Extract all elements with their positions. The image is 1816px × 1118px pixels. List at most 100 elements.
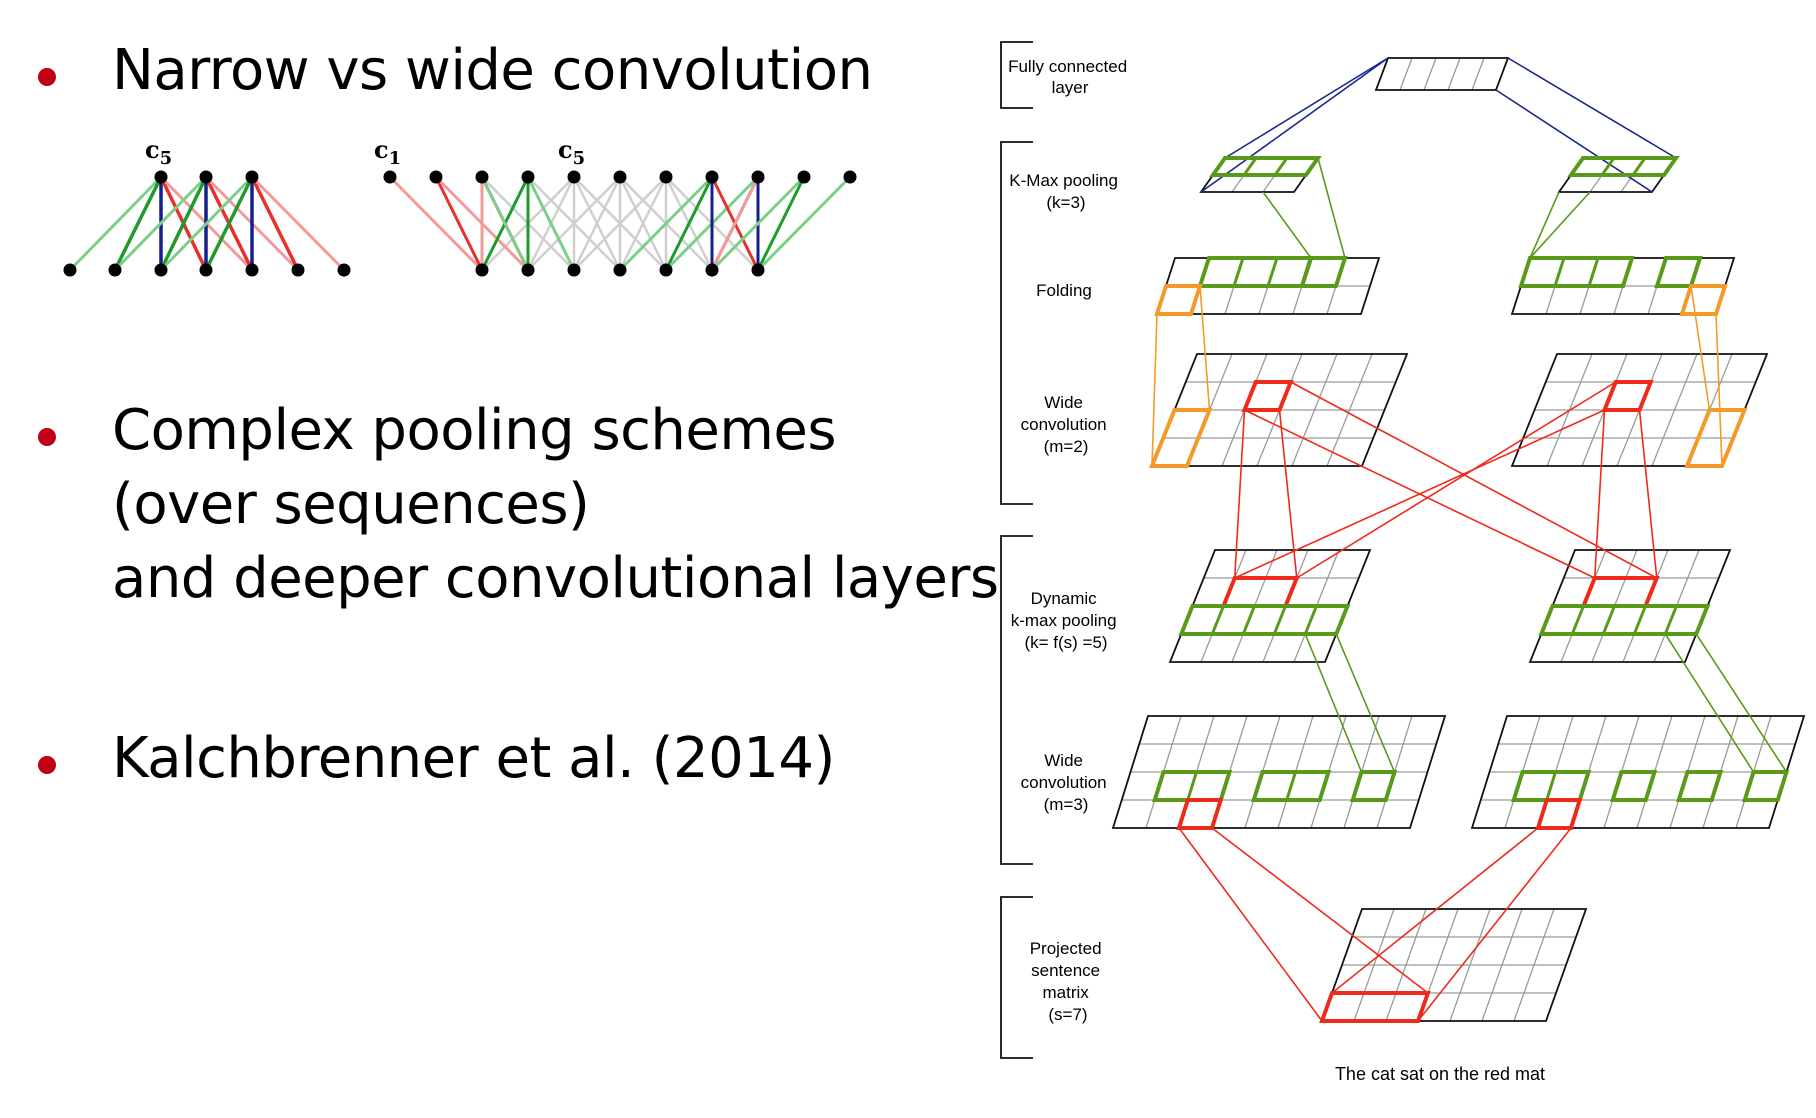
bullet-citation: Kalchbrenner et al. (2014) xyxy=(38,722,998,796)
grid-border xyxy=(1320,908,1588,1022)
folding-divider xyxy=(1266,257,1279,287)
wide2-orange-left xyxy=(1149,408,1213,468)
grid-line xyxy=(1447,57,1461,91)
wide3-green-right xyxy=(1610,770,1658,802)
fc-connection xyxy=(1507,57,1677,159)
grid-projected xyxy=(1320,908,1588,1022)
folding-cell-right xyxy=(1518,256,1635,288)
grid-border xyxy=(1111,715,1447,829)
kmax-folding-connection xyxy=(1529,191,1560,259)
wide2-red-right xyxy=(1601,380,1654,412)
dynkmax-divider xyxy=(1570,605,1585,635)
bullet-text: Kalchbrenner et al. (2014) xyxy=(112,722,835,796)
wide3-projected-connection xyxy=(1417,827,1572,1022)
stage-bracket xyxy=(1000,141,1033,505)
folding-orange-right xyxy=(1679,284,1728,316)
bullet-dot xyxy=(38,68,56,86)
folding-divider xyxy=(1587,257,1600,287)
narrow-edge xyxy=(250,176,300,271)
wide3-projected-connection xyxy=(1178,827,1323,1022)
dynkmax-green-left xyxy=(1178,604,1351,636)
wide-edge xyxy=(388,175,484,272)
dynkmax-divider xyxy=(1303,605,1318,635)
bullet-line: Narrow vs wide convolution xyxy=(112,38,873,103)
bullet-text: Narrow vs wide convolution xyxy=(112,34,873,108)
dynkmax-green-right xyxy=(1538,604,1711,636)
bullet-line: and deeper convolutional layers xyxy=(112,546,999,611)
convolution-nodes xyxy=(63,170,857,277)
wide-c5-label: c5 xyxy=(558,135,585,169)
narrow-bottom-node xyxy=(291,263,305,277)
wide-top-node xyxy=(705,170,719,184)
narrow-wide-convolution-diagram: c5 c1 c5 xyxy=(63,135,857,277)
narrow-bottom-node xyxy=(337,263,351,277)
narrow-bottom-node xyxy=(199,263,213,277)
wide-top-node xyxy=(843,170,857,184)
wide-edge xyxy=(710,176,760,271)
stage-bracket xyxy=(1000,896,1033,1059)
layer-grids xyxy=(1111,57,1806,1022)
stage-label-projected: Projected sentence matrix (s=7) xyxy=(1030,939,1107,1024)
wide-edge-background xyxy=(618,176,668,271)
wide-top-node xyxy=(797,170,811,184)
wide-top-node xyxy=(475,170,489,184)
stage-bracket xyxy=(1000,535,1033,865)
wide-bottom-node xyxy=(705,263,719,277)
highlighted-cells xyxy=(1149,156,1790,1023)
wide-bottom-node xyxy=(521,263,535,277)
narrow-top-node xyxy=(154,170,168,184)
dynkmax-divider xyxy=(1601,605,1616,635)
folding-cell-left xyxy=(1197,256,1314,288)
kmax-folding-connection xyxy=(1529,191,1591,259)
cross-connection xyxy=(1290,381,1658,579)
wide3-green-right xyxy=(1742,770,1790,802)
folding-divider xyxy=(1232,257,1245,287)
wide-edge-background xyxy=(527,176,621,271)
fc-connection xyxy=(1200,57,1389,193)
wide-top-node xyxy=(521,170,535,184)
cross-connection xyxy=(1234,409,1605,579)
cross-connection xyxy=(1593,409,1606,579)
grid-line xyxy=(1399,57,1413,91)
narrow-bottom-node xyxy=(63,263,77,277)
wide-edge xyxy=(480,176,530,271)
dynk-wide3-connection xyxy=(1664,633,1755,773)
fold-wide-connection xyxy=(1715,313,1723,467)
dynk-wide3-connection xyxy=(1335,633,1396,773)
stage-label-wide-m3: Wide convolution (m=3) xyxy=(1021,751,1112,814)
dynk-wide3-connection xyxy=(1695,633,1788,773)
wide-edge xyxy=(664,176,714,271)
wide-bottom-node xyxy=(613,263,627,277)
wide-top-node xyxy=(567,170,581,184)
kmax-divider xyxy=(1273,157,1289,176)
wide-bottom-node xyxy=(659,263,673,277)
narrow-c5-label: c5 xyxy=(145,135,172,169)
wide-edge xyxy=(756,175,852,272)
narrow-top-node xyxy=(199,170,213,184)
stage-label-dynamic-kmax: Dynamic k-max pooling (k= f(s) =5) xyxy=(1011,589,1122,652)
wide2-orange-right xyxy=(1684,408,1748,468)
wide3-projected-connection xyxy=(1331,827,1539,994)
fold-wide-connection xyxy=(1690,285,1711,411)
wide3-projected-connection xyxy=(1211,827,1429,994)
kmax-folding-connection xyxy=(1262,191,1312,259)
kmax-folding-connection xyxy=(1317,157,1346,259)
wide-edge xyxy=(756,176,806,271)
wide3-red-left xyxy=(1176,798,1224,830)
wide-bottom-node xyxy=(567,263,581,277)
narrow-edge xyxy=(113,175,208,272)
convolution-edges xyxy=(68,175,852,272)
kmax-divider xyxy=(1242,157,1258,176)
wide3-divider xyxy=(1186,771,1198,801)
wide-edge-background xyxy=(572,176,622,271)
grid-border xyxy=(1470,715,1806,829)
grid-line xyxy=(1423,57,1437,91)
wide3-green-left xyxy=(1251,770,1332,802)
kmax-divider xyxy=(1600,157,1616,176)
wide-edge-background xyxy=(573,176,667,271)
grid-border xyxy=(1374,57,1510,91)
dynkmax-divider xyxy=(1663,605,1678,635)
narrow-edge xyxy=(250,175,346,272)
wide3-divider xyxy=(1285,771,1297,801)
projected-red-cells xyxy=(1319,991,1431,1023)
